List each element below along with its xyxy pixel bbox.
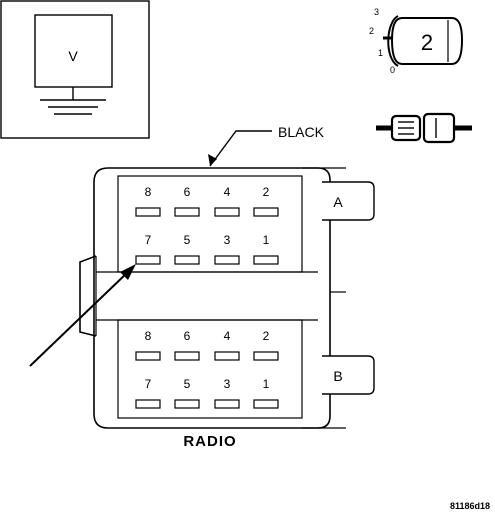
pin-slot <box>253 255 279 265</box>
pin-slot <box>135 255 161 265</box>
switch-position-3: 3 <box>374 7 379 17</box>
switch-bezel <box>387 15 399 67</box>
pin-number: 2 <box>263 329 270 343</box>
half-a-tab <box>322 181 375 221</box>
pin-slot <box>135 351 161 361</box>
pin-slot <box>253 351 279 361</box>
pin-number: 7 <box>145 377 152 391</box>
callout-leader <box>209 130 272 167</box>
pin-slot <box>253 207 279 217</box>
connector-caption: RADIO <box>183 433 236 450</box>
pin-slot <box>214 351 240 361</box>
pin-number: 1 <box>263 377 270 391</box>
pin-number: 3 <box>224 233 231 247</box>
pin-number: 8 <box>145 329 152 343</box>
half-a-label: A <box>333 194 343 210</box>
pin-number: 5 <box>184 233 191 247</box>
radio-connector: A B <box>79 167 375 429</box>
pin-slot <box>174 255 200 265</box>
figure-id: 81186d18 <box>450 501 490 511</box>
switch-position-2: 2 <box>369 26 374 36</box>
pin-number: 1 <box>263 233 270 247</box>
probe-arrow-shaft <box>29 271 129 367</box>
probe-arrow <box>29 264 136 367</box>
connector-female-half <box>422 112 456 144</box>
pin-slot <box>135 207 161 217</box>
wire-color-callout: BLACK <box>208 124 325 167</box>
callout-arrowhead <box>208 154 217 166</box>
pin-slot <box>214 207 240 217</box>
pin-slot <box>174 351 200 361</box>
half-b-label: B <box>333 368 342 384</box>
pin-slot <box>253 399 279 409</box>
pin-slot <box>174 207 200 217</box>
pin-number: 8 <box>145 185 152 199</box>
switch-position-1: 1 <box>378 48 383 58</box>
switch-knob-value: 2 <box>421 30 433 55</box>
voltmeter-frame <box>0 0 150 139</box>
pin-number: 4 <box>224 185 231 199</box>
lock-tab <box>79 255 97 337</box>
pin-number: 3 <box>224 377 231 391</box>
pin-number: 2 <box>263 185 270 199</box>
wire-color-label: BLACK <box>278 124 325 140</box>
switch-knob <box>390 17 464 65</box>
voltmeter-label: V <box>68 48 78 64</box>
switch-position-0: 0 <box>390 65 395 75</box>
pin-slot <box>174 399 200 409</box>
pin-number: 7 <box>145 233 152 247</box>
pin-number: 6 <box>184 185 191 199</box>
ignition-switch-icon: 3 2 1 0 2 <box>369 7 464 75</box>
pin-number: 4 <box>224 329 231 343</box>
pin-number: 5 <box>184 377 191 391</box>
connector-symbol-icon <box>376 112 472 144</box>
pin-grid: 8 6 4 2 7 5 3 1 8 6 4 2 7 5 3 1 <box>135 185 279 409</box>
pin-number: 6 <box>184 329 191 343</box>
half-b-tab <box>322 355 375 395</box>
pin-slot <box>214 255 240 265</box>
probe-arrowhead <box>120 264 136 280</box>
voltmeter-panel: V <box>0 0 150 139</box>
pin-slot <box>135 399 161 409</box>
pin-slot <box>214 399 240 409</box>
